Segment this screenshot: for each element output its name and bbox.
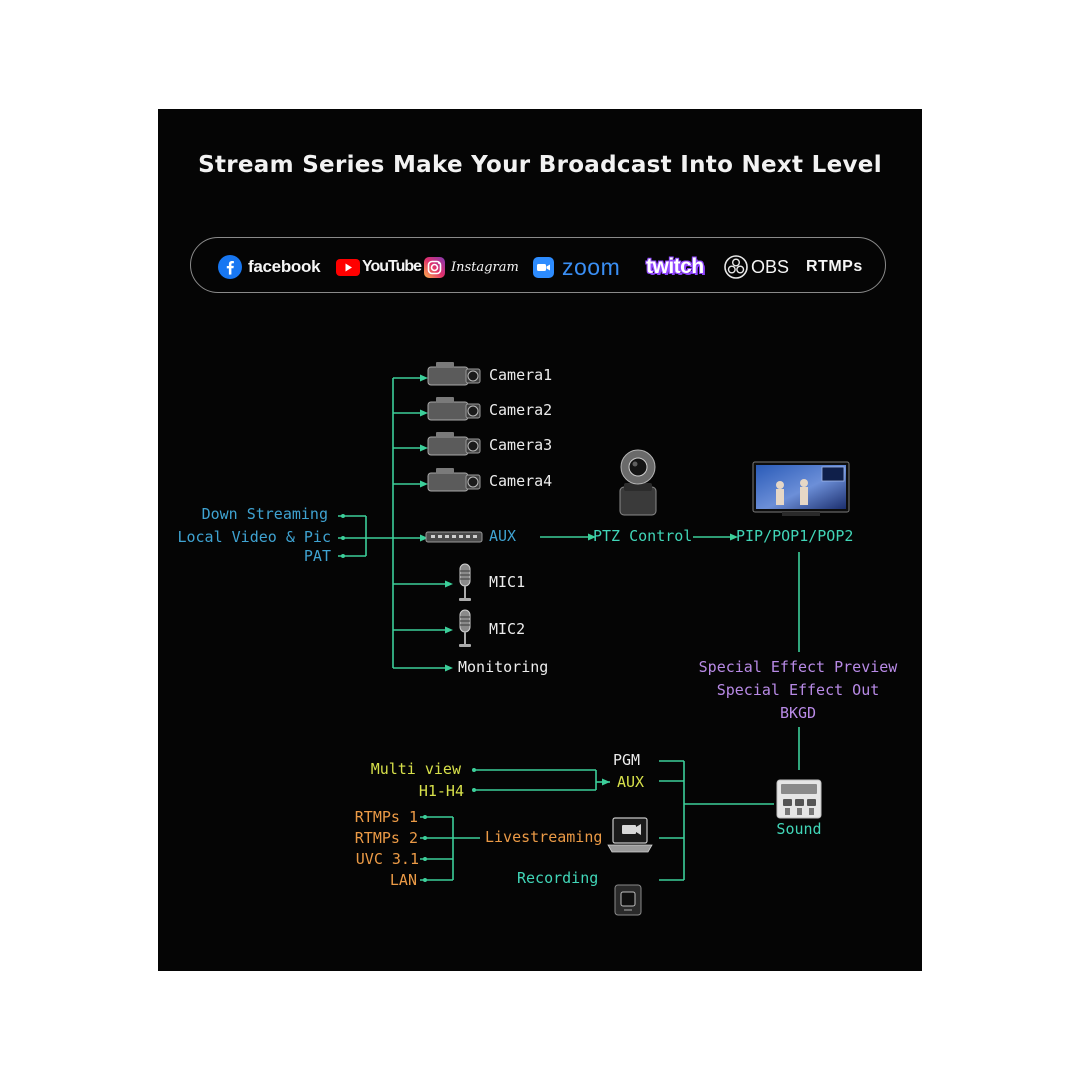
recorder-device-icon	[614, 884, 642, 916]
page-title: Stream Series Make Your Broadcast Into N…	[198, 152, 882, 178]
camera-icon	[427, 468, 481, 492]
mic-label: MIC2	[489, 620, 526, 638]
laptop-icon	[607, 817, 653, 853]
multi-view-label: Multi view	[370, 760, 461, 778]
aux-input-label: AUX	[489, 527, 517, 545]
wire-arrowheads	[420, 374, 738, 786]
obs-icon	[724, 255, 748, 279]
camera-icon	[427, 432, 481, 456]
platform-bar	[190, 237, 886, 293]
platform-rtmps: RTMPs	[806, 239, 863, 295]
mic-label: MIC1	[489, 573, 526, 591]
platform-twitch: twitch	[646, 239, 704, 295]
facebook-icon	[218, 255, 242, 279]
zoom-icon	[533, 256, 554, 278]
recording-label: Recording	[517, 869, 599, 887]
stream-target-label: RTMPs 2	[354, 829, 418, 847]
ptz-camera-icon	[619, 449, 657, 516]
source-label: Down Streaming	[201, 505, 328, 523]
platform-facebook: facebook	[218, 239, 321, 295]
wire-dots	[341, 514, 476, 882]
effect-label: Special Effect Out	[716, 681, 880, 699]
platform-instagram: Instagram	[424, 239, 519, 295]
monitoring-label: Monitoring	[458, 658, 549, 676]
output-bracket-lines	[659, 760, 685, 881]
camera-label: Camera4	[489, 472, 553, 490]
camera-icon	[427, 362, 481, 386]
camera-label: Camera1	[489, 366, 553, 384]
camera-label: Camera2	[489, 401, 553, 419]
platform-obs: OBS	[724, 239, 789, 295]
microphone-icon	[459, 563, 471, 601]
stream-target-label: LAN	[389, 871, 417, 889]
instagram-icon	[424, 256, 445, 278]
livestreaming-label: Livestreaming	[485, 828, 603, 846]
instagram-label: Instagram	[451, 259, 519, 275]
input-branch-lines	[393, 377, 445, 669]
h1-h4-label: H1-H4	[418, 782, 464, 800]
rtmps-label: RTMPs	[806, 258, 863, 275]
stream-target-label: UVC 3.1	[355, 850, 419, 868]
stream-target-label: RTMPs 1	[354, 808, 418, 826]
obs-label: OBS	[751, 256, 790, 277]
source-bracket-lines	[338, 515, 420, 557]
twitch-label: twitch	[646, 255, 704, 278]
youtube-label: YouTube	[362, 258, 422, 275]
zoom-label: zoom	[562, 253, 621, 280]
facebook-label: facebook	[248, 257, 321, 276]
youtube-icon	[336, 258, 360, 276]
aux-output-label: AUX	[617, 773, 645, 791]
microphone-icon	[459, 609, 471, 647]
effect-label: Special Effect Preview	[698, 658, 898, 676]
platform-youtube: YouTube	[336, 239, 422, 295]
ptz-control-label: PTZ Control	[593, 527, 693, 545]
sound-mixer-icon	[776, 779, 822, 819]
camera-icon	[427, 397, 481, 421]
diagram-panel	[158, 109, 922, 971]
pip-monitor-icon	[752, 461, 850, 516]
aux-switcher-icon	[425, 531, 483, 543]
pgm-label: PGM	[613, 751, 641, 769]
stream-target-bracket-lines	[420, 816, 454, 881]
source-label: Local Video & Pic	[177, 528, 331, 546]
camera-label: Camera3	[489, 436, 553, 454]
sound-label: Sound	[776, 820, 822, 838]
view-bracket-lines	[474, 769, 597, 791]
source-label: PAT	[303, 547, 331, 565]
platform-zoom: zoom	[533, 239, 620, 295]
pip-label: PIP/POP1/POP2	[736, 527, 854, 545]
effect-label: BKGD	[779, 704, 817, 722]
